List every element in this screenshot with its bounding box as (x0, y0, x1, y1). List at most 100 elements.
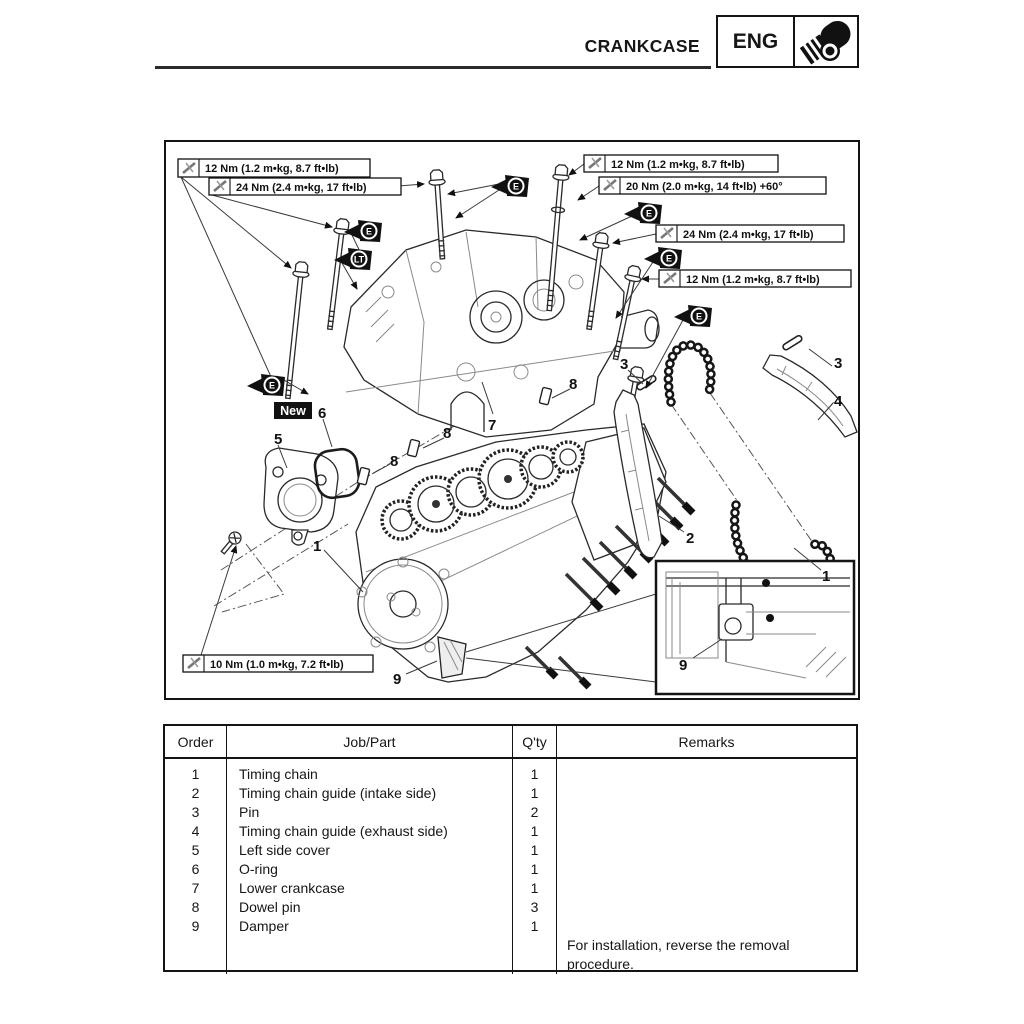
wrench-icon (213, 180, 227, 192)
svg-text:20 Nm (2.0 m•kg, 14 ft•lb) +60: 20 Nm (2.0 m•kg, 14 ft•lb) +60° (626, 181, 783, 193)
svg-text:E: E (696, 311, 702, 321)
column-header-qty: Q'ty (513, 726, 557, 757)
order-cell: 7 (191, 880, 200, 896)
qty-cell: 1 (530, 861, 539, 877)
new-badge: New (274, 402, 312, 419)
order-cell: 8 (191, 899, 200, 915)
callout-number: 6 (318, 405, 326, 422)
column-header-order: Order (165, 726, 227, 757)
wrench-icon (182, 162, 196, 174)
svg-text:E: E (666, 253, 672, 263)
torque-spec-label: 12 Nm (1.2 m•kg, 8.7 ft•lb) (177, 158, 371, 178)
callout-number: 8 (443, 425, 451, 442)
column-header-job-part: Job/Part (227, 726, 513, 757)
engine-cylinder-icon (795, 17, 857, 66)
callout-number: 3 (834, 355, 842, 372)
qty-cell: 1 (530, 880, 539, 896)
order-cell: 1 (191, 766, 200, 782)
svg-text:E: E (269, 380, 275, 390)
qty-cell: 2 (530, 804, 539, 820)
header-rule (155, 66, 711, 69)
engine-upper-block (343, 229, 660, 438)
column-header-remarks: Remarks (678, 733, 735, 750)
qty-cell: 3 (530, 899, 539, 915)
svg-text:E: E (646, 208, 652, 218)
svg-text:12 Nm (1.2 m•kg, 8.7 ft•lb): 12 Nm (1.2 m•kg, 8.7 ft•lb) (686, 274, 820, 286)
job-part-column: Timing chain Timing chain guide (intake … (227, 759, 513, 974)
callout-number: 7 (488, 417, 496, 434)
qty-column: 1 1 2 1 1 1 1 3 1 (513, 759, 557, 974)
callout-number: 8 (390, 453, 398, 470)
cover-screw (220, 531, 242, 555)
part-cell: Timing chain guide (exhaust side) (239, 823, 448, 839)
torque-spec-label: 12 Nm (1.2 m•kg, 8.7 ft•lb) (583, 154, 779, 173)
exploded-view-frame: E E E E (164, 140, 860, 700)
dowel-pins (356, 386, 553, 486)
order-cell: 2 (191, 785, 200, 801)
qty-cell: 1 (530, 766, 539, 782)
wrench-icon (588, 157, 602, 169)
svg-text:12 Nm (1.2 m•kg, 8.7 ft•lb): 12 Nm (1.2 m•kg, 8.7 ft•lb) (205, 163, 339, 175)
crankshaft (380, 440, 585, 541)
callout-number: 5 (274, 431, 282, 448)
order-cell: 6 (191, 861, 200, 877)
order-cell: 3 (191, 804, 200, 820)
part-cell: Left side cover (239, 842, 331, 858)
page-title: CRANKCASE (584, 36, 700, 56)
eng-tab-label: ENG (718, 17, 795, 66)
wrench-icon (603, 179, 617, 191)
svg-text:24 Nm (2.4 m•kg, 17 ft•lb): 24 Nm (2.4 m•kg, 17 ft•lb) (683, 229, 814, 241)
qty-cell: 1 (530, 785, 539, 801)
torque-spec-label: 24 Nm (2.4 m•kg, 17 ft•lb) (208, 177, 402, 196)
torque-spec-label: 24 Nm (2.4 m•kg, 17 ft•lb) (655, 224, 845, 243)
remarks-column: For installation, reverse the removal pr… (557, 759, 856, 974)
oil-mark-e: E (624, 202, 662, 224)
torque-spec-label: 20 Nm (2.0 m•kg, 14 ft•lb) +60° (598, 176, 827, 195)
inset-detail-box (465, 559, 856, 696)
part-cell: O-ring (239, 861, 278, 877)
parts-table-header: Order Job/Part Q'ty Remarks (165, 726, 856, 759)
chain-guide-intake (613, 389, 663, 559)
wrench-icon (663, 272, 677, 284)
svg-text:10 Nm (1.0 m•kg, 7.2 ft•lb): 10 Nm (1.0 m•kg, 7.2 ft•lb) (210, 659, 344, 671)
oil-mark-e: E (644, 247, 682, 269)
svg-text:12 Nm (1.2 m•kg, 8.7 ft•lb): 12 Nm (1.2 m•kg, 8.7 ft•lb) (611, 159, 745, 171)
o-ring (313, 447, 361, 500)
qty-cell: 1 (530, 823, 539, 839)
svg-text:LT: LT (354, 254, 365, 264)
left-side-cover (263, 447, 339, 546)
callout-number: 9 (393, 671, 401, 688)
parts-table-body: 1 2 3 4 5 6 7 8 9 Timing chain Timing ch… (165, 759, 856, 974)
callout-number: 3 (620, 356, 628, 373)
lubricant-marks: E E E E (247, 175, 712, 396)
order-cell: 5 (191, 842, 200, 858)
callout-number: 2 (686, 530, 694, 547)
chain-guide-exhaust (762, 354, 858, 438)
remarks-text: For installation, reverse the removal pr… (567, 937, 790, 972)
oil-mark-e: E (491, 175, 529, 197)
torque-spec-labels: 12 Nm (1.2 m•kg, 8.7 ft•lb) 24 Nm (2.4 m… (177, 154, 852, 673)
damper (437, 636, 467, 679)
callout-number: 4 (834, 393, 843, 410)
svg-text:E: E (513, 181, 519, 191)
parts-table: Order Job/Part Q'ty Remarks 1 2 3 4 5 6 … (163, 724, 858, 974)
part-cell: Pin (239, 804, 260, 820)
leader-lines (180, 163, 834, 675)
qty-cell: 1 (530, 842, 539, 858)
part-cell: Damper (239, 918, 289, 934)
callout-number: 8 (569, 376, 577, 393)
svg-text:E: E (366, 226, 372, 236)
callout-numbers: 5 6 7 8 8 8 1 9 2 1 3 3 4 9 (274, 355, 843, 688)
svg-text:24 Nm (2.4 m•kg, 17 ft•lb): 24 Nm (2.4 m•kg, 17 ft•lb) (236, 182, 367, 194)
oil-mark-e: E (247, 374, 285, 396)
part-cell: Timing chain (239, 766, 318, 782)
order-cell: 9 (191, 918, 200, 934)
oil-mark-e: E (674, 305, 712, 327)
oil-mark-e: E (344, 220, 382, 242)
part-cell: Lower crankcase (239, 880, 345, 896)
order-cell: 4 (191, 823, 200, 839)
wrench-icon (660, 227, 674, 239)
callout-number: 9 (679, 657, 687, 674)
wrench-icon (187, 657, 201, 669)
